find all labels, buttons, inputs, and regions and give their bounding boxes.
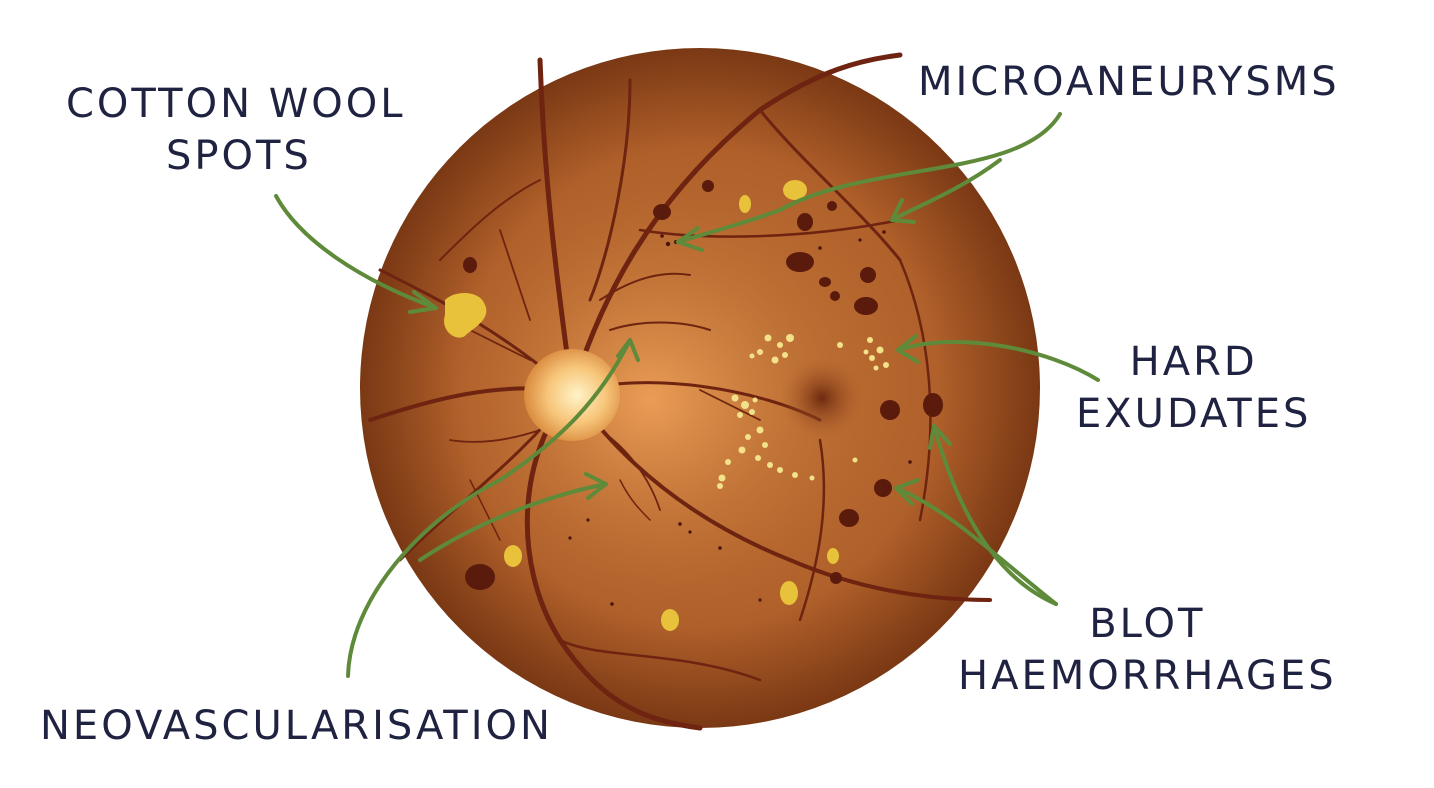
macula [780, 356, 864, 440]
label-hard-exudates: HARD EXUDATES [1076, 336, 1311, 440]
arrowhead-neovascularisation-2 [584, 472, 608, 500]
retina-inner-glow [420, 170, 880, 630]
label-microaneurysms-text: MICROANEURYSMS [918, 59, 1340, 105]
arrowhead-blot-1 [928, 424, 952, 450]
arrow-neovascularisation-1 [346, 338, 632, 678]
label-blot-haemorrhages-line-1: BLOT [1089, 601, 1206, 647]
label-cotton-wool-spots: COTTON WOOL SPOTS [66, 78, 406, 182]
arrow-cotton-wool [274, 194, 438, 310]
label-hard-exudates-line-1: HARD [1129, 339, 1258, 385]
optic-disc [524, 349, 620, 441]
arrowhead-microaneurysms-2 [890, 198, 916, 224]
label-blot-haemorrhages: BLOT HAEMORRHAGES [958, 598, 1337, 702]
hard-exudates [717, 334, 889, 489]
label-cotton-wool-spots-line-1: COTTON WOOL [66, 81, 406, 127]
arrowhead-neovascularisation-1 [616, 338, 640, 362]
arrowhead-cotton-wool [408, 290, 438, 314]
label-blot-haemorrhages-line-2: HAEMORRHAGES [958, 653, 1337, 699]
arrow-blot-2 [894, 486, 1058, 606]
label-microaneurysms: MICROANEURYSMS [918, 56, 1340, 108]
cotton-wool-spots [444, 180, 839, 631]
arrow-blot-1 [932, 424, 1058, 606]
blot-haemorrhages [463, 180, 943, 590]
arrow-hard-exudates [896, 339, 1100, 382]
label-hard-exudates-line-2: EXUDATES [1076, 391, 1312, 437]
arrow-neovascularisation-2 [418, 482, 608, 562]
arrow-microaneurysms-1 [676, 112, 1062, 244]
arrow-microaneurysms-2 [890, 158, 1002, 222]
label-cotton-wool-spots-line-2: SPOTS [166, 133, 312, 179]
microaneurysms [568, 230, 912, 606]
label-neovascularisation-text: NEOVASCULARISATION [40, 703, 553, 749]
annotation-arrows [274, 112, 1100, 678]
arrowhead-microaneurysms-1 [676, 226, 704, 252]
label-neovascularisation: NEOVASCULARISATION [40, 700, 553, 752]
arrowhead-blot-2 [894, 478, 920, 506]
arrowhead-hard-exudates [896, 334, 920, 364]
